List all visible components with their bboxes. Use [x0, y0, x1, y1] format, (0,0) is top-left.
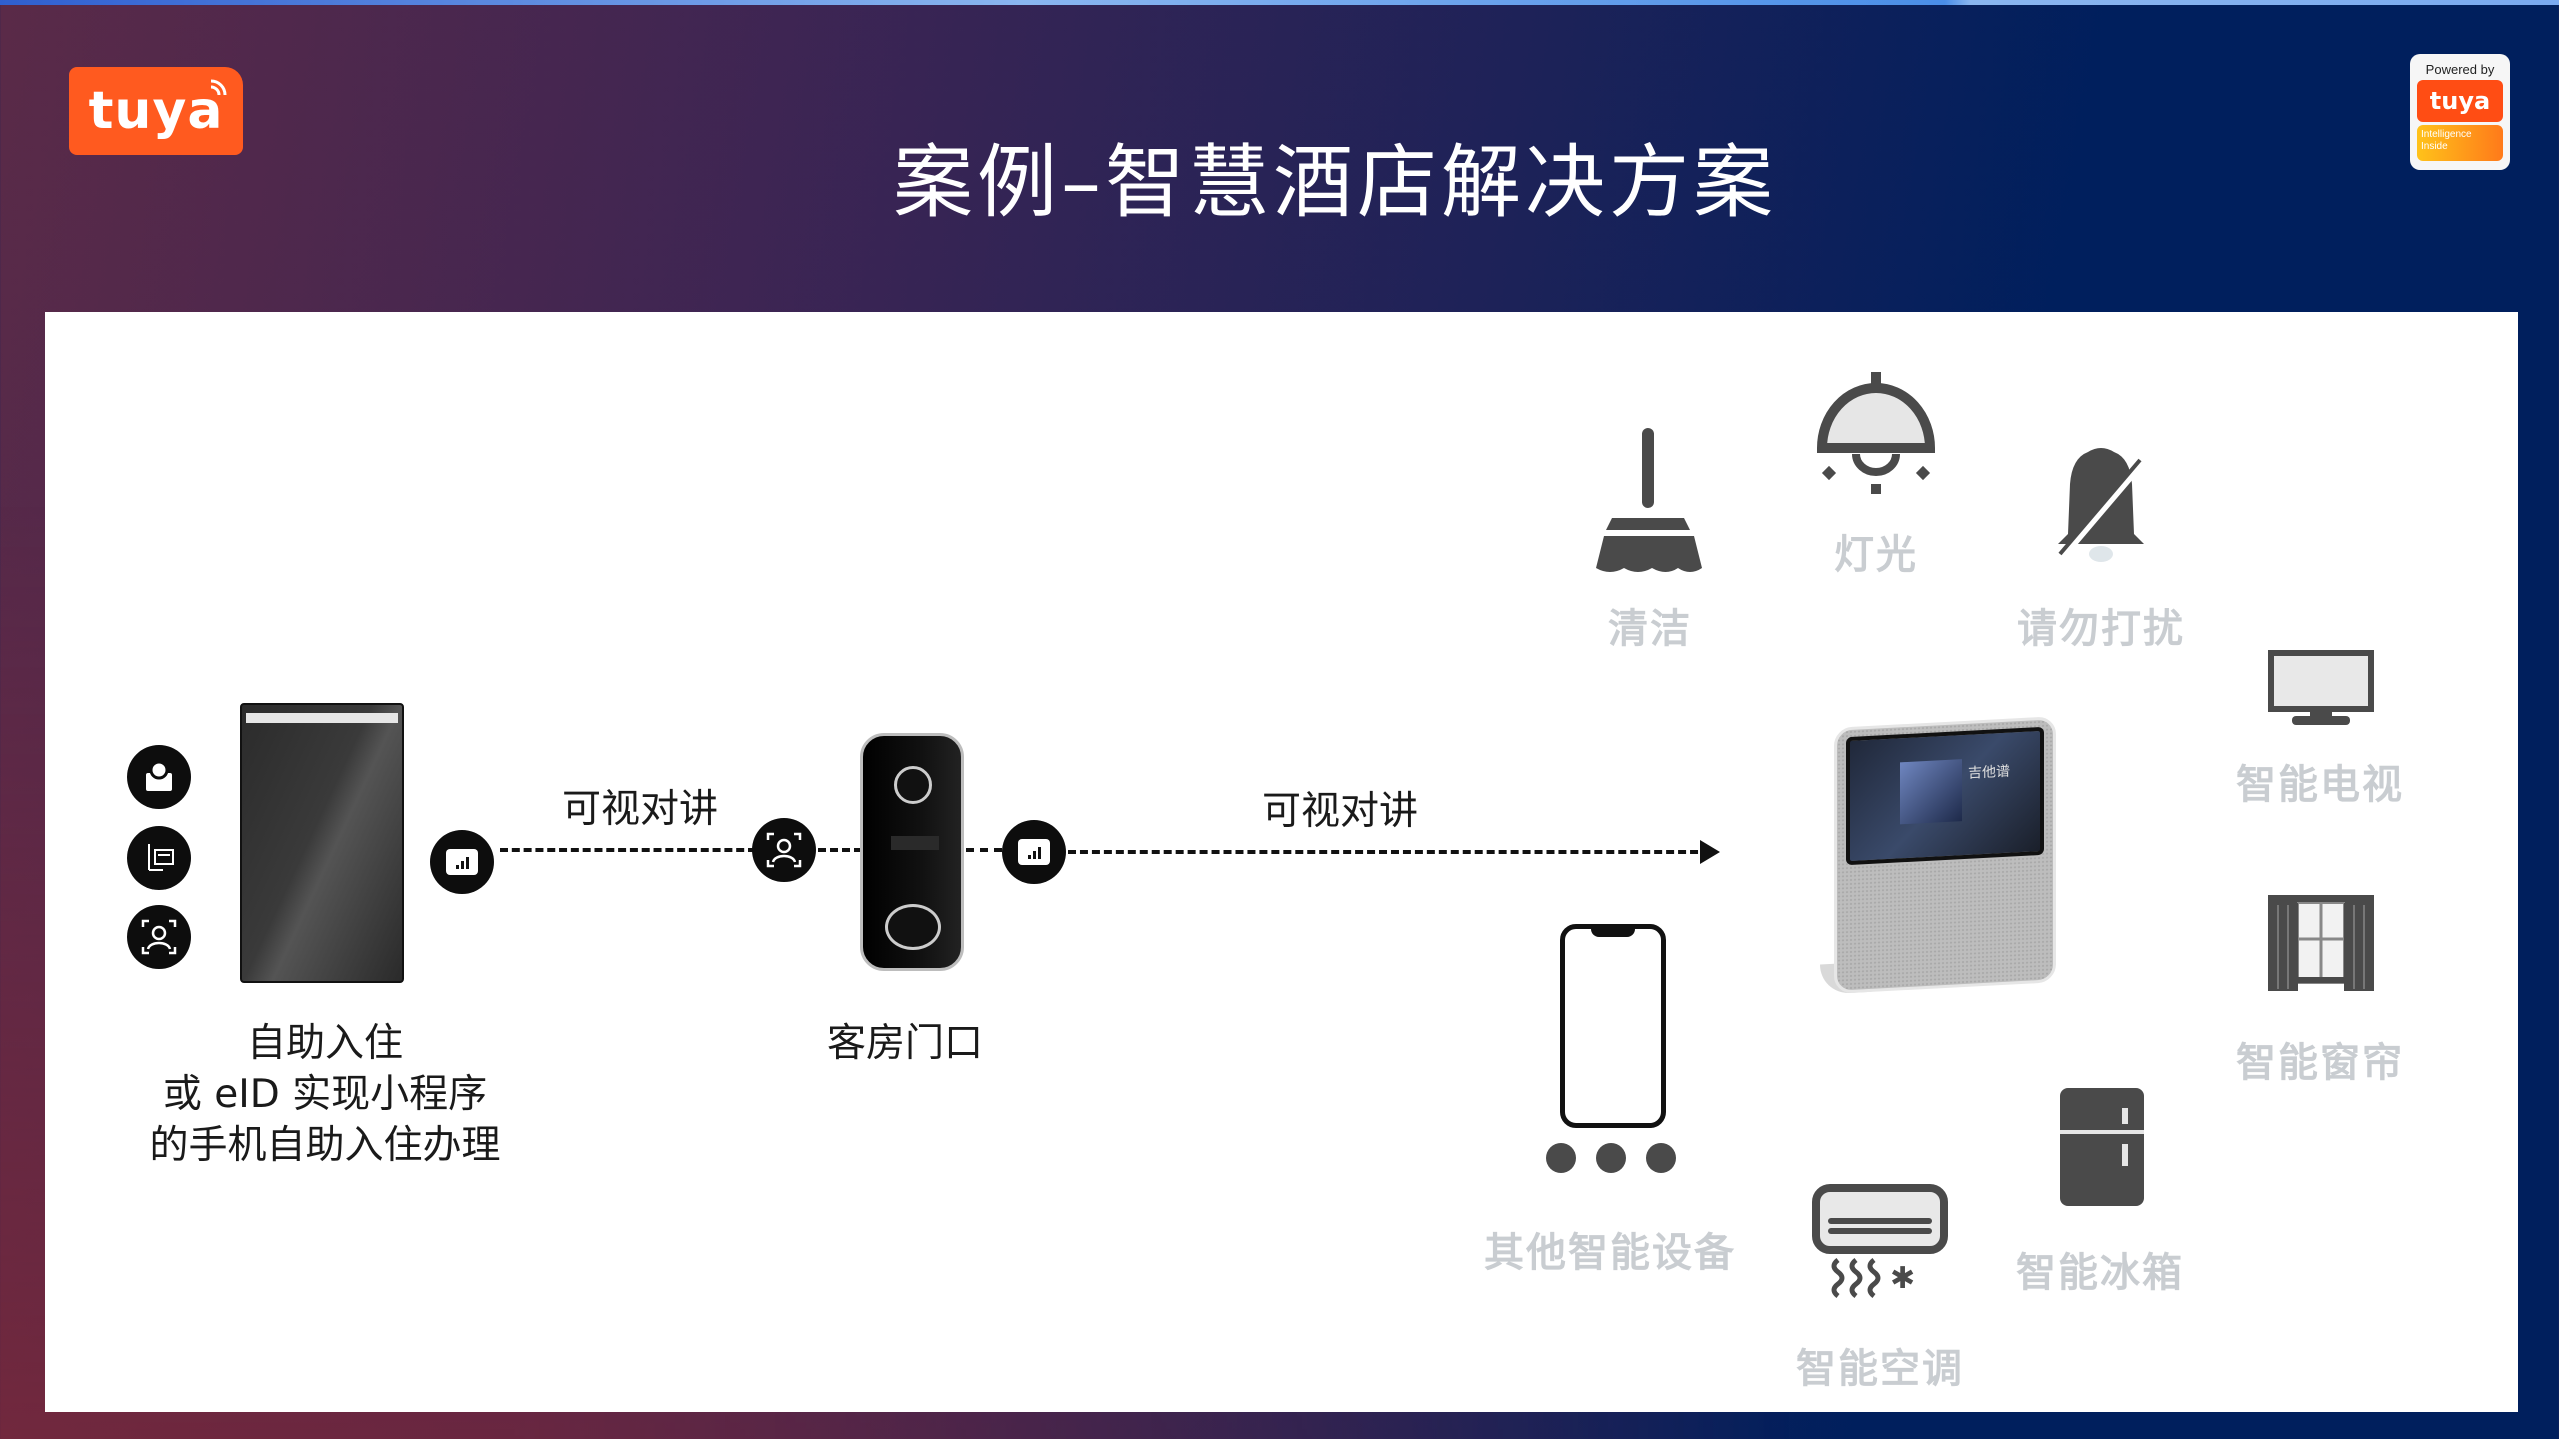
- display-screen: 吉他谱: [1846, 726, 2044, 866]
- checkin-label: 自助入住 或 eID 实现小程序 的手机自助入住办理: [100, 1018, 550, 1171]
- top-accent-strip: [0, 0, 2559, 5]
- dashed-arrow-connector: [1068, 850, 1710, 854]
- checkin-label-line: 或 eID 实现小程序: [162, 1072, 488, 1117]
- device-label-lighting: 灯光: [1834, 532, 1918, 578]
- phone-notch: [1591, 927, 1635, 937]
- tv-icon: [2268, 650, 2374, 725]
- device-label-ac: 智能空调: [1796, 1346, 1964, 1392]
- door-label: 客房门口: [826, 1021, 983, 1066]
- link-label: 可视对讲: [1261, 789, 1418, 834]
- tuya-logo: tuya: [69, 67, 243, 155]
- face-scan-icon: [127, 905, 191, 969]
- device-label-curtain: 智能窗帘: [2236, 1040, 2404, 1086]
- broom-icon: [1596, 428, 1702, 572]
- bell-off-icon: [2058, 448, 2145, 562]
- signal-tablet-icon: [1002, 820, 1066, 884]
- device-label-dnd: 请勿打扰: [2017, 606, 2185, 652]
- video-doorbell: [860, 733, 964, 971]
- logo-text: tuya: [88, 81, 224, 141]
- checkin-label-line: 的手机自助入住办理: [149, 1123, 501, 1168]
- device-label-fridge: 智能冰箱: [2016, 1250, 2184, 1296]
- dashed-connector: [818, 848, 862, 852]
- doorbell-sensor: [891, 836, 939, 850]
- kiosk-top-bar: [246, 713, 398, 723]
- badge-brand: tuya: [2417, 80, 2503, 122]
- dashed-connector: [500, 848, 756, 852]
- checkin-label-line: 自助入住: [246, 1021, 403, 1066]
- doorbell-button: [885, 904, 941, 950]
- link-label: 可视对讲: [561, 787, 718, 832]
- device-label-cleaning: 清洁: [1608, 606, 1692, 652]
- svg-text:✱: ✱: [1890, 1261, 1915, 1296]
- signal-tablet-icon: [430, 830, 494, 894]
- badge-tagline: Intelligence Inside: [2417, 125, 2503, 161]
- face-scan-icon: [752, 818, 816, 882]
- user-card-icon: [127, 745, 191, 809]
- wifi-icon: [210, 79, 227, 96]
- screen-text: 吉他谱: [1968, 763, 2010, 782]
- powered-by-badge: Powered by tuya Intelligence Inside: [2410, 54, 2510, 170]
- page-title: 案例–智慧酒店解决方案: [893, 136, 1777, 229]
- album-art: [1900, 759, 1962, 825]
- doorbell-camera: [894, 766, 932, 804]
- smart-display-hub: 吉他谱: [1820, 716, 2056, 995]
- device-label-tv: 智能电视: [2236, 762, 2404, 808]
- checkin-kiosk: [240, 703, 404, 983]
- arrow-head-icon: [1700, 840, 1720, 864]
- id-reader-icon: [127, 826, 191, 890]
- curtain-icon: [2268, 895, 2374, 991]
- dashed-connector: [966, 848, 1002, 852]
- ceiling-lamp-icon: [1816, 372, 1936, 494]
- phone-icon: [1560, 924, 1666, 1128]
- fridge-icon: [2060, 1088, 2144, 1206]
- air-conditioner-icon: ✱: [1812, 1184, 1948, 1298]
- device-label-others: 其他智能设备: [1484, 1230, 1736, 1276]
- badge-powered-by: Powered by: [2425, 62, 2495, 77]
